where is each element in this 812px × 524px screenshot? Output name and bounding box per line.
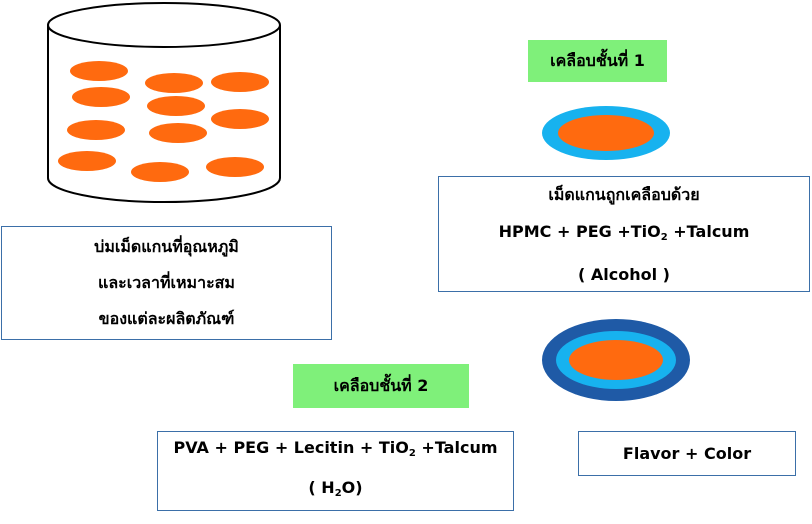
tablet-core — [211, 72, 269, 92]
tablet-core — [211, 109, 269, 129]
layer2-solvent: ( H2O) — [308, 478, 363, 499]
incubate-line-1: บ่มเม็ดแกนที่อุณหภูมิ — [94, 237, 239, 256]
tablet-core — [147, 96, 205, 116]
tablet-core — [72, 87, 130, 107]
incubate-box: บ่มเม็ดแกนที่อุณหภูมิ และเวลาที่เหมาะสม … — [1, 226, 332, 340]
tablet-core — [206, 157, 264, 177]
incubate-line-2: และเวลาที่เหมาะสม — [98, 273, 235, 292]
layer2-formula-box: PVA + PEG + Lecitin + TiO2 +Talcum ( H2O… — [157, 431, 514, 511]
layer1-solvent: ( Alcohol ) — [578, 264, 670, 284]
flavor-color-text: Flavor + Color — [622, 444, 752, 463]
layer1-coated-tablet-icon — [542, 106, 670, 160]
tablet-cores — [58, 61, 269, 182]
tablet-core — [58, 151, 116, 171]
layer2-label: เคลือบชั้นที่ 2 — [293, 364, 469, 408]
tablet-core — [131, 162, 189, 182]
layer1-description-box: เม็ดแกนถูกเคลือบด้วย HPMC + PEG +TiO2 +T… — [438, 176, 810, 292]
layer1-label: เคลือบชั้นที่ 1 — [528, 40, 667, 82]
layer2-formula: PVA + PEG + Lecitin + TiO2 +Talcum — [173, 438, 498, 459]
tablet-core — [149, 123, 207, 143]
incubate-line-3: ของแต่ละผลิตภัณฑ์ — [98, 309, 235, 328]
tablet-core — [145, 73, 203, 93]
tablet-core — [70, 61, 128, 81]
flavor-color-box: Flavor + Color — [578, 431, 796, 476]
layer1-formula: HPMC + PEG +TiO2 +Talcum — [498, 221, 750, 243]
layer1-title: เม็ดแกนถูกเคลือบด้วย — [548, 184, 700, 204]
tablet-core — [67, 120, 125, 140]
layer2-coated-tablet-icon — [542, 319, 690, 401]
